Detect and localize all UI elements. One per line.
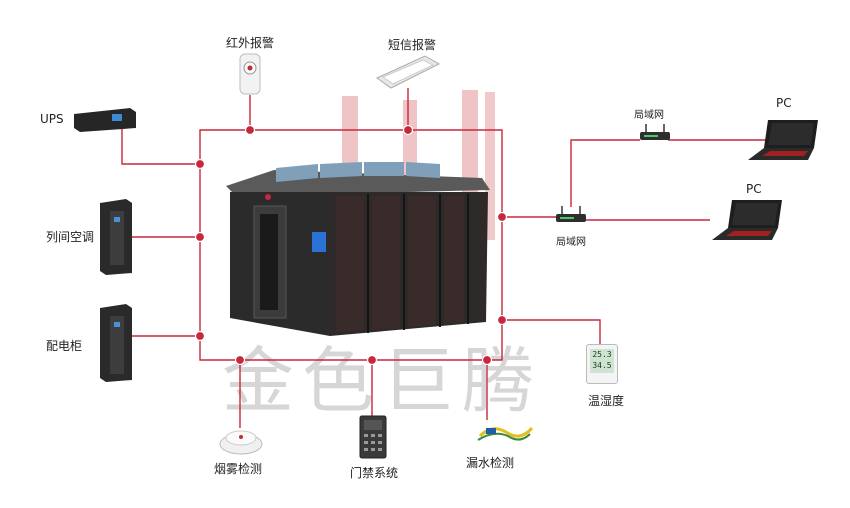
node-sms xyxy=(402,124,414,136)
label-power-cabinet: 配电柜 xyxy=(46,339,83,353)
label-ups: UPS xyxy=(40,112,64,126)
node-power xyxy=(194,330,206,342)
label-temp-humidity: 温湿度 xyxy=(588,394,625,408)
label-pc-bottom: PC xyxy=(746,182,762,196)
node-ac xyxy=(194,231,206,243)
watermark-text: 金色巨腾 xyxy=(222,339,543,423)
label-lan-top: 局域网 xyxy=(634,110,664,121)
label-sms-alarm: 短信报警 xyxy=(388,38,437,52)
label-pc-top: PC xyxy=(776,96,792,110)
node-leak xyxy=(481,354,493,366)
ups-icon xyxy=(74,108,136,132)
power-cabinet-icon xyxy=(100,304,132,382)
laptop-icon xyxy=(748,120,818,160)
node-smoke xyxy=(234,354,246,366)
node-temp xyxy=(496,314,508,326)
bus-rect xyxy=(199,129,503,361)
node-access xyxy=(366,354,378,366)
smoke-detector-icon xyxy=(219,430,263,455)
router-icon xyxy=(556,206,586,222)
line-lan-up xyxy=(570,139,640,207)
node-ups xyxy=(194,158,206,170)
temperature-value: 25.3 xyxy=(592,350,612,359)
row-ac-icon xyxy=(100,199,132,275)
leak-cable-icon xyxy=(477,426,534,441)
humidity-value: 34.5 xyxy=(592,361,612,370)
label-row-ac: 列间空调 xyxy=(46,230,95,244)
node-infrared xyxy=(244,124,256,136)
lcd-screen: 25.3 34.5 xyxy=(590,349,614,373)
label-leak-detect: 漏水检测 xyxy=(466,456,515,470)
temp-humidity-sensor: 25.3 34.5 xyxy=(586,344,618,384)
laptop-icon xyxy=(712,200,782,240)
node-lan xyxy=(496,211,508,223)
label-smoke-detect: 烟雾检测 xyxy=(214,462,263,476)
label-lan-mid: 局域网 xyxy=(556,237,586,248)
line-ups xyxy=(121,128,200,165)
label-infrared-alarm: 红外报警 xyxy=(226,36,275,50)
smartphone-icon xyxy=(376,55,441,89)
keypad-icon xyxy=(359,415,387,459)
infrared-sensor-icon xyxy=(239,53,261,95)
router-icon xyxy=(640,124,670,140)
line-temp xyxy=(502,319,601,344)
label-access-control: 门禁系统 xyxy=(350,466,399,480)
